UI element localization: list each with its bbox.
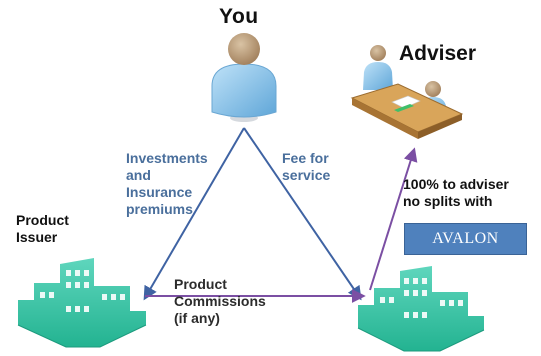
adviser-label: Adviser	[399, 42, 477, 65]
commissions-line: Commissions	[174, 293, 266, 310]
adviser-note: 100% to adviser no splits with	[403, 176, 509, 210]
fee-line: Fee for	[282, 150, 329, 166]
issuer-line: Issuer	[16, 229, 58, 246]
building-icon	[17, 258, 147, 348]
premiums-line: Insurance	[126, 184, 193, 201]
adviser-note-line: no splits with	[403, 193, 493, 210]
adviser-note-line: 100% to adviser	[403, 176, 509, 192]
commissions-label: Product Commissions (if any)	[174, 276, 266, 327]
issuer-line: Product	[16, 212, 69, 228]
premiums-arrow	[143, 127, 245, 301]
premiums-line: and	[126, 167, 151, 184]
adviser-payment-arrow	[369, 147, 418, 291]
person-icon	[211, 33, 277, 122]
you-label: You	[219, 5, 259, 28]
fee-label: Fee for service	[282, 150, 330, 184]
commissions-line: Product	[174, 276, 227, 292]
avalon-label: AVALON	[432, 230, 499, 247]
adviser-meeting-icon	[350, 45, 464, 139]
building-icon	[357, 266, 485, 352]
premiums-label: Investments and Insurance premiums	[126, 150, 208, 218]
commissions-line: (if any)	[174, 310, 220, 327]
premiums-line: premiums	[126, 201, 193, 218]
fee-arrow	[243, 127, 362, 301]
fee-line: service	[282, 167, 331, 184]
avalon-box: AVALON	[404, 223, 527, 255]
premiums-line: Investments	[126, 150, 208, 166]
product-issuer-label: Product Issuer	[16, 212, 69, 246]
